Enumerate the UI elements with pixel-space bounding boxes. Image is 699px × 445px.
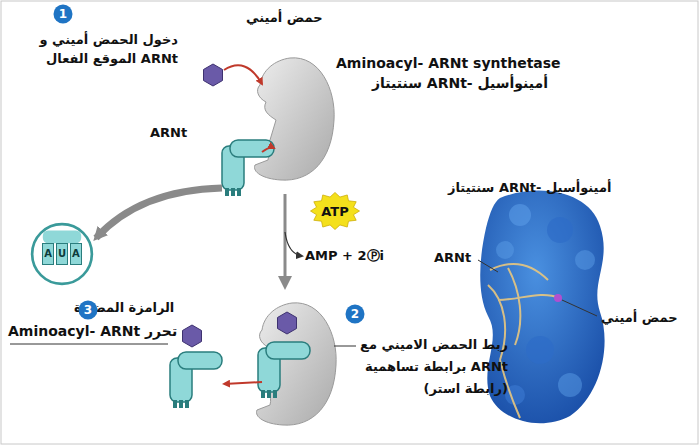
callout-number: 2 [351, 307, 359, 321]
enzyme [257, 303, 337, 425]
base-letter: U [56, 243, 68, 265]
amino-acid [278, 312, 297, 334]
zoom-arrow [96, 188, 222, 238]
anticodon-circle: AUA [30, 222, 94, 286]
trna [222, 140, 274, 196]
enzyme-label: أمينوأسيل -ARNt سنتيتاز [372, 74, 548, 93]
leader-line [10, 344, 168, 345]
atp-label: ATP [321, 204, 348, 219]
entry-arrow [262, 148, 274, 153]
model-label: أمينوأسيل -ARNt سنتيتاز [448, 178, 611, 197]
step-text: Aminoacyl- ARNt تحرر [8, 322, 177, 341]
callout-number: 3 [78, 300, 98, 320]
callout-number: 3 [84, 303, 92, 317]
callout-number: 2 [345, 304, 365, 324]
trna [170, 352, 222, 408]
product-arrow [285, 232, 302, 256]
callout-number: 1 [53, 4, 73, 24]
step-text: ربط الحمض الاميني مع ARNt برابطة تساهمية… [358, 334, 508, 400]
amino-acid-label: حمض أميني [246, 8, 323, 27]
leader-line [478, 260, 498, 272]
step-text: دخول الحمض أميني و ARNt الموقع الفعال [20, 30, 178, 68]
base-letter: A [70, 243, 82, 265]
trna [258, 342, 310, 398]
enzyme-label: Aminoacyl- ARNt synthetase [336, 54, 561, 73]
release-arrow [224, 382, 262, 384]
leader-line [334, 346, 356, 347]
entry-arrow [224, 65, 262, 84]
trna-label: ARNt [150, 123, 187, 142]
atp-burst: ATP [310, 192, 360, 230]
amino-acid [204, 64, 223, 86]
amino-acid-label: حمض أميني [601, 308, 678, 327]
enzyme [255, 58, 335, 180]
callout-number: 1 [59, 7, 67, 21]
products-label: AMP + 2Ⓟi [305, 246, 384, 265]
amino-acid [183, 325, 202, 347]
trna-label: ARNt [434, 248, 471, 267]
base-letter: A [42, 243, 54, 265]
leader-line [562, 300, 597, 316]
